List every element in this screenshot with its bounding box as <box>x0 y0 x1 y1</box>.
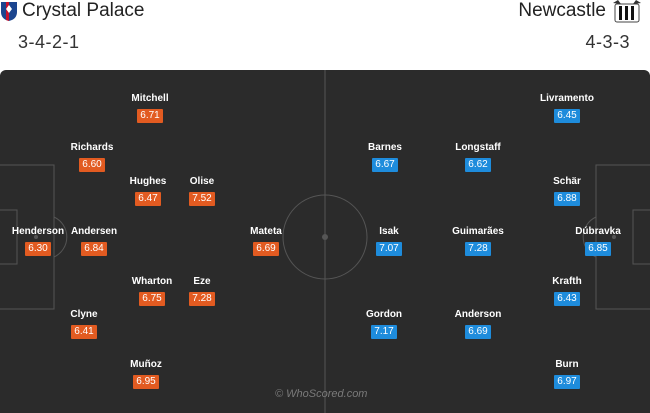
home-player-mateta[interactable]: Mateta 6.69 <box>226 226 306 256</box>
player-rating: 6.41 <box>71 325 97 339</box>
player-name: Clyne <box>70 309 98 320</box>
away-player-schar[interactable]: Schär 6.88 <box>527 176 607 206</box>
player-rating: 7.17 <box>371 325 397 339</box>
away-player-livramento[interactable]: Livramento 6.45 <box>527 93 607 123</box>
player-name: Henderson <box>11 226 65 237</box>
home-player-eze[interactable]: Eze 7.28 <box>162 276 242 306</box>
player-name: Mateta <box>250 226 282 237</box>
away-player-guimaraes[interactable]: Guimarães 7.28 <box>438 226 518 256</box>
away-player-anderson[interactable]: Anderson 6.69 <box>438 309 518 339</box>
player-name: Hughes <box>129 176 167 187</box>
crystal-palace-crest-icon <box>1 2 17 21</box>
player-name: Livramento <box>540 93 594 104</box>
player-name: Andersen <box>70 226 118 237</box>
player-name: Krafth <box>552 276 582 287</box>
player-rating: 6.45 <box>554 109 580 123</box>
away-player-burn[interactable]: Burn 6.97 <box>527 359 607 389</box>
player-rating: 6.85 <box>585 242 611 256</box>
player-rating: 6.62 <box>465 158 491 172</box>
player-rating: 6.30 <box>25 242 51 256</box>
home-formation: 3-4-2-1 <box>18 32 80 52</box>
player-rating: 6.97 <box>554 375 580 389</box>
home-player-clyne[interactable]: Clyne 6.41 <box>44 309 124 339</box>
player-rating: 7.28 <box>189 292 215 306</box>
pitch: Henderson 6.30 Richards 6.60 Andersen 6.… <box>0 70 650 413</box>
away-player-isak[interactable]: Isak 7.07 <box>349 226 429 256</box>
away-team-name[interactable]: Newcastle <box>518 0 606 21</box>
player-rating: 6.47 <box>135 192 161 206</box>
player-rating: 6.75 <box>139 292 165 306</box>
away-player-dubravka[interactable]: Dúbravka 6.85 <box>558 226 638 256</box>
player-name: Longstaff <box>455 142 501 153</box>
home-player-wharton[interactable]: Wharton 6.75 <box>112 276 192 306</box>
player-rating: 6.69 <box>253 242 279 256</box>
player-name: Burn <box>555 359 579 370</box>
home-player-olise[interactable]: Olise 7.52 <box>162 176 242 206</box>
player-rating: 6.84 <box>81 242 107 256</box>
home-player-andersen[interactable]: Andersen 6.84 <box>54 226 134 256</box>
home-team-name[interactable]: Crystal Palace <box>22 0 145 21</box>
away-player-barnes[interactable]: Barnes 6.67 <box>345 142 425 172</box>
player-name: Richards <box>70 142 114 153</box>
player-name: Barnes <box>368 142 402 153</box>
player-name: Guimarães <box>452 226 504 237</box>
player-name: Dúbravka <box>575 226 621 237</box>
player-name: Schär <box>553 176 581 187</box>
whoscored-watermark: © WhoScored.com <box>275 388 368 400</box>
away-player-gordon[interactable]: Gordon 7.17 <box>344 309 424 339</box>
player-rating: 6.69 <box>465 325 491 339</box>
home-player-munoz[interactable]: Muñoz 6.95 <box>106 359 186 389</box>
player-name: Gordon <box>365 309 403 320</box>
player-name: Eze <box>193 276 211 287</box>
away-player-longstaff[interactable]: Longstaff 6.62 <box>438 142 518 172</box>
player-name: Wharton <box>131 276 173 287</box>
home-player-henderson[interactable]: Henderson 6.30 <box>0 226 78 256</box>
player-rating: 7.07 <box>376 242 402 256</box>
player-rating: 6.60 <box>79 158 105 172</box>
away-formation: 4-3-3 <box>585 32 630 52</box>
match-header: Crystal Palace 3-4-2-1 Newcastle 4-3-3 <box>0 0 650 70</box>
player-name: Anderson <box>454 309 502 320</box>
player-rating: 7.28 <box>465 242 491 256</box>
player-name: Olise <box>189 176 215 187</box>
player-name: Isak <box>379 226 399 237</box>
newcastle-crest-icon <box>613 0 641 23</box>
player-name: Mitchell <box>131 93 169 104</box>
player-rating: 6.88 <box>554 192 580 206</box>
player-rating: 6.95 <box>133 375 159 389</box>
player-rating: 6.71 <box>137 109 163 123</box>
player-rating: 7.52 <box>189 192 215 206</box>
away-player-krafth[interactable]: Krafth 6.43 <box>527 276 607 306</box>
player-name: Muñoz <box>130 359 162 370</box>
home-player-richards[interactable]: Richards 6.60 <box>52 142 132 172</box>
player-rating: 6.67 <box>372 158 398 172</box>
home-player-mitchell[interactable]: Mitchell 6.71 <box>110 93 190 123</box>
player-rating: 6.43 <box>554 292 580 306</box>
home-player-hughes[interactable]: Hughes 6.47 <box>108 176 188 206</box>
